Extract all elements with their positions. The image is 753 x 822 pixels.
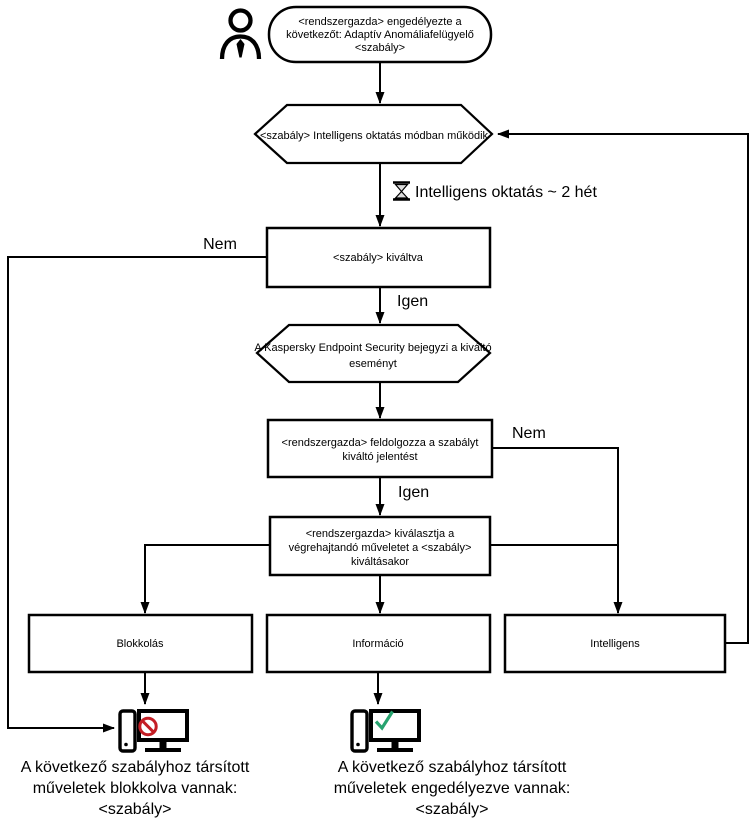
node-admin-selects: <rendszergazda> kiválasztja a végrehajta… (268, 515, 492, 577)
node-admin-selects-line3: kiváltásakor (351, 556, 409, 568)
node-admin-processes-line1: <rendszergazda> feldolgozza a szabályt (282, 437, 479, 449)
training-duration-label: Intelligens oktatás ~ 2 hét (415, 184, 597, 201)
node-action-block-label: Blokkolás (116, 638, 164, 650)
node-training-mode: <szabály> Intelligens oktatás módban műk… (253, 103, 494, 165)
node-start-line2: következőt: Adaptív Anomáliafelügyelő (286, 29, 474, 41)
prohibition-badge-icon (138, 716, 158, 737)
administrator-icon (219, 8, 262, 60)
outcome-allowed-line1: A következő szabályhoz társított (338, 759, 567, 776)
computer-blocked-icon (118, 709, 189, 753)
node-admin-processes: <rendszergazda> feldolgozza a szabályt k… (266, 418, 494, 479)
edge-label-no-left: Nem (203, 236, 237, 253)
outcome-allowed-line2: műveletek engedélyezve vannak: (334, 780, 571, 797)
outcome-blocked-line3: <szabály> (99, 801, 172, 818)
node-start-line1: <rendszergazda> engedélyezte a (298, 16, 462, 28)
outcome-blocked-text: A következő szabályhoz társított művelet… (21, 759, 250, 818)
edge-label-no-right: Nem (512, 425, 546, 442)
node-rule-triggered: <szabály> kiváltva (265, 226, 492, 289)
edge-no-right-to-smart (492, 447, 623, 614)
node-start: <rendszergazda> engedélyezte a következő… (267, 5, 493, 64)
node-admin-selects-line1: <rendszergazda> kiválasztja a (306, 528, 455, 540)
outcome-allowed-text: A következő szabályhoz társított művelet… (334, 759, 571, 818)
outcome-allowed-line3: <szabály> (416, 801, 489, 818)
outcome-blocked-line2: műveletek blokkolva vannak: (33, 780, 238, 797)
edge-selects-to-block (140, 544, 270, 614)
node-logs-event: A Kaspersky Endpoint Security bejegyzi a… (254, 323, 492, 384)
edge-label-yes-second: Igen (398, 484, 429, 501)
node-admin-processes-line2: kiváltó jelentést (342, 451, 417, 463)
node-rule-triggered-label: <szabály> kiváltva (333, 252, 424, 264)
edge-no-left-loop (7, 256, 267, 733)
node-admin-selects-line2: végrehajtandó műveletet a <szabály> (289, 542, 472, 554)
node-action-smart: Intelligens (503, 613, 727, 674)
node-logs-event-line1: A Kaspersky Endpoint Security bejegyzi a… (254, 342, 491, 354)
node-action-inform-label: Információ (352, 638, 403, 650)
node-action-smart-label: Intelligens (590, 638, 640, 650)
edge-smart-loopback (497, 129, 749, 644)
node-action-block: Blokkolás (27, 613, 254, 674)
hourglass-icon (393, 181, 410, 201)
node-start-line3: <szabály> (355, 42, 405, 54)
edge-label-yes-first: Igen (397, 293, 428, 310)
checkmark-badge-icon (374, 710, 394, 731)
node-logs-event-line2: eseményt (349, 358, 397, 370)
computer-allowed-icon (350, 709, 421, 753)
node-training-mode-label: <szabály> Intelligens oktatás módban műk… (260, 130, 489, 142)
outcome-blocked-line1: A következő szabályhoz társított (21, 759, 250, 776)
node-action-inform: Információ (265, 613, 492, 674)
